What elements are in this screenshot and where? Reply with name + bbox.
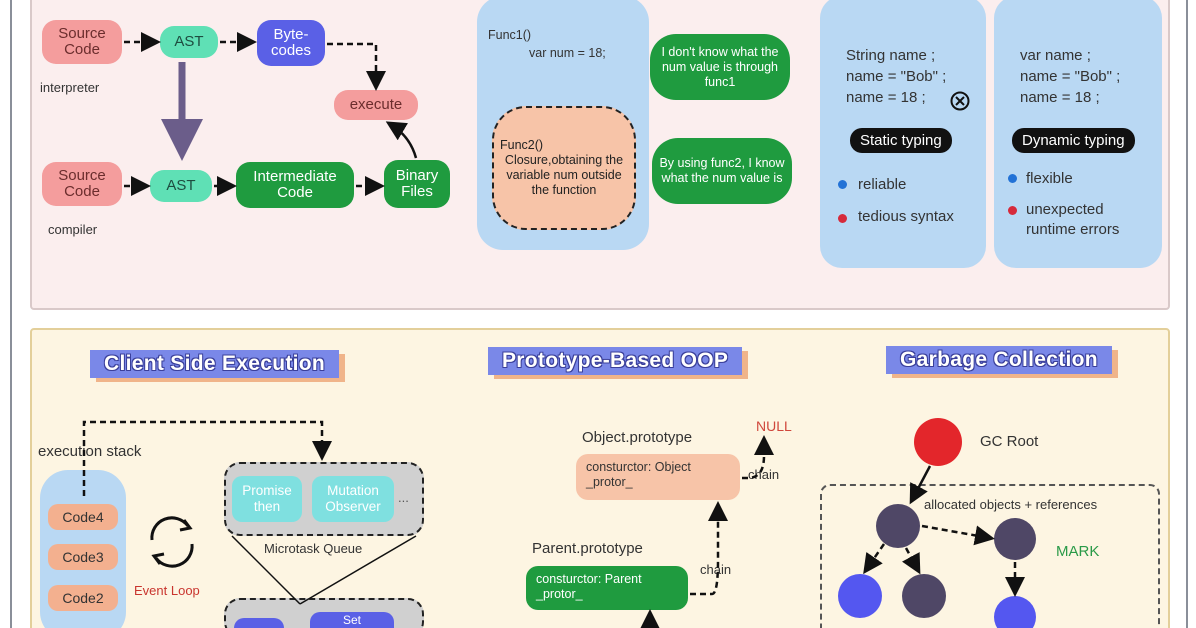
macrotask-item-1 — [234, 618, 284, 628]
pros-dot-dynamic — [1008, 174, 1017, 183]
chain-label-2: chain — [700, 562, 732, 577]
func2-closure-box: Func2() Closure,obtaining the variable n… — [492, 106, 636, 230]
arrow-parent-object — [690, 501, 728, 596]
static-code-line-1: String name ; — [846, 47, 936, 64]
arrow-object-null — [742, 435, 774, 480]
microtask-queue-label: Microtask Queue — [264, 541, 363, 556]
gc-leaf-2 — [994, 596, 1036, 628]
speech-bubble-func2: By using func2, I know what the num valu… — [652, 138, 792, 204]
gc-leaf-1 — [838, 574, 882, 618]
func2-body: Closure,obtaining the variable num outsi… — [504, 153, 624, 197]
gc-root-node — [914, 418, 962, 466]
arrow-binary-execute — [385, 121, 418, 159]
microtask-promise-then: Promise then — [232, 476, 302, 522]
func1-body: var num = 18; — [529, 46, 606, 60]
static-code-line-3: name = 18 ; — [846, 89, 926, 106]
interpreter-caption: interpreter — [40, 80, 100, 95]
source-code-node-1: Source Code — [42, 20, 122, 64]
ast-node-1: AST — [160, 26, 218, 58]
compiler-caption: compiler — [48, 222, 98, 237]
stack-item-code4: Code4 — [48, 504, 118, 530]
dynamic-typing-badge: Dynamic typing — [1012, 128, 1135, 153]
right-border — [1186, 0, 1188, 628]
execute-node: execute — [334, 90, 418, 120]
cons-dot-dynamic — [1008, 206, 1017, 215]
arrow-bytecodes-execute — [327, 42, 386, 91]
object-prototype-label: Object.prototype — [582, 429, 693, 446]
dynamic-code-line-3: name = 18 ; — [1020, 89, 1100, 106]
microtask-more: ... — [398, 490, 409, 505]
stack-item-code3: Code3 — [48, 544, 118, 570]
static-cons: tedious syntax — [858, 208, 954, 225]
mark-label: MARK — [1056, 543, 1100, 560]
event-loop-label: Event Loop — [134, 583, 200, 598]
bytecodes-node: Byte-codes — [257, 20, 325, 66]
gc-node-b — [994, 518, 1036, 560]
client-side-title: Client Side Execution — [90, 350, 340, 378]
ast-node-2: AST — [150, 170, 212, 202]
parent-prototype-box: consturctor: Parent _protor_ — [526, 566, 688, 610]
funnel-line-left — [231, 535, 301, 605]
prototype-oop-title: Prototype-Based OOP — [488, 347, 743, 375]
garbage-collection-title: Garbage Collection — [886, 346, 1112, 374]
dynamic-code-line-2: name = "Bob" ; — [1020, 68, 1121, 85]
event-loop-icon — [150, 516, 194, 568]
null-label: NULL — [756, 418, 792, 434]
intermediate-code-node: Intermediate Code — [236, 162, 354, 208]
object-prototype-box: consturctor: Object _protor_ — [576, 454, 740, 500]
arrow-node-a-node-b — [921, 524, 995, 546]
binary-files-node: Binary Files — [384, 160, 450, 208]
func1-label: Func1() — [488, 28, 532, 42]
stack-item-code2: Code2 — [48, 585, 118, 611]
dynamic-cons: unexpected runtime errors — [1026, 201, 1120, 238]
arrow-node-a-leaf-1 — [863, 543, 886, 575]
func2-label: Func2() — [500, 138, 544, 152]
dynamic-pros: flexible — [1026, 170, 1073, 187]
cons-dot-static — [838, 214, 847, 223]
parent-prototype-label: Parent.prototype — [532, 540, 643, 557]
arrow-node-a-node-c — [902, 547, 921, 575]
gc-node-c — [902, 574, 946, 618]
pros-dot-static — [838, 180, 847, 189]
macrotask-item-set: Set — [310, 612, 394, 628]
arrow-root-node-a — [909, 465, 932, 505]
microtask-mutation-observer: Mutation Observer — [312, 476, 394, 522]
chain-label-1: chain — [748, 467, 780, 482]
static-code-line-2: name = "Bob" ; — [846, 68, 947, 85]
funnel-line-right — [299, 535, 417, 605]
source-code-node-2: Source Code — [42, 162, 122, 206]
static-pros: reliable — [858, 176, 907, 193]
speech-bubble-func1: I don't know what the num value is throu… — [650, 34, 790, 100]
execution-stack-label: execution stack — [38, 443, 142, 460]
static-typing-badge: Static typing — [850, 128, 952, 153]
left-border — [10, 0, 12, 628]
x-circle-icon — [950, 91, 970, 111]
dynamic-code-line-1: var name ; — [1020, 47, 1091, 64]
gc-node-a — [876, 504, 920, 548]
arrow-stack-microtask — [82, 420, 332, 496]
gc-root-label: GC Root — [980, 433, 1039, 450]
allocated-objects-region — [820, 484, 1160, 628]
allocated-objects-label: allocated objects + references — [924, 497, 1098, 512]
